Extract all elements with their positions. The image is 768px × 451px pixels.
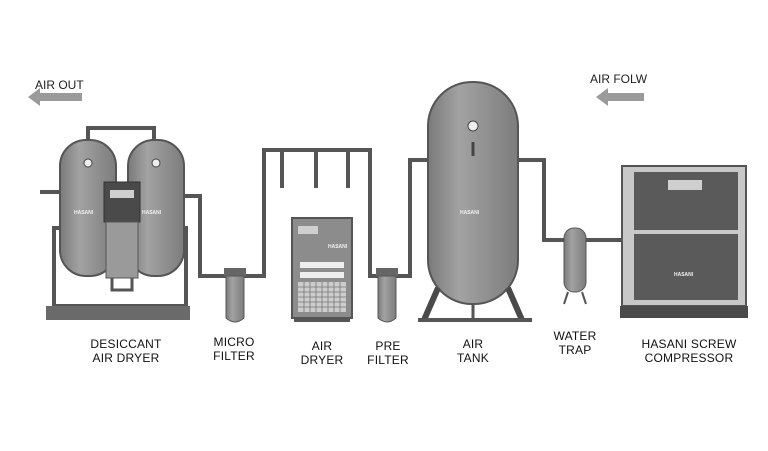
brand-mark-air-tank: HASANI — [460, 210, 480, 216]
desiccant-label-line1: DESICCANT — [90, 337, 162, 351]
pre-filter-label: PRE FILTER — [358, 339, 418, 367]
air-tank-label-line2: TANK — [457, 351, 489, 365]
water-trap — [563, 227, 587, 305]
air-flow-arrow — [596, 88, 644, 106]
air-tank-label-line1: AIR — [462, 337, 484, 351]
pre-filter — [376, 268, 398, 323]
air-tank-label: AIR TANK — [443, 337, 503, 365]
compressor-label-line1: HASANI SCREW — [641, 337, 737, 351]
water-trap-label: WATER TRAP — [545, 329, 605, 357]
pre-filter-label-line1: PRE — [375, 339, 401, 353]
air-dryer-label: AIR DRYER — [292, 339, 352, 367]
brand-mark-air-dryer: HASANI — [328, 244, 348, 250]
pre-filter-label-line2: FILTER — [367, 353, 409, 367]
pipework — [40, 126, 624, 278]
compressor-label: HASANI SCREW COMPRESSOR — [634, 337, 744, 365]
desiccant-air-dryer — [46, 139, 190, 320]
brand-mark-compressor: HASANI — [674, 272, 694, 278]
water-trap-label-line1: WATER — [553, 329, 597, 343]
brand-mark-desiccant-left: HASANI — [74, 210, 94, 216]
desiccant-label: DESICCANT AIR DRYER — [76, 337, 176, 365]
air-dryer-label-line1: AIR — [311, 339, 333, 353]
air-out-label: AIR OUT — [35, 78, 84, 92]
water-trap-label-line2: TRAP — [558, 343, 592, 357]
micro-filter — [224, 268, 246, 323]
air-dryer-label-line2: DRYER — [300, 353, 344, 367]
air-dryer-unit — [291, 217, 353, 322]
air-flow-label: AIR FOLW — [590, 72, 648, 86]
micro-filter-label: MICRO FILTER — [204, 335, 264, 363]
air-out-arrow — [28, 88, 82, 106]
micro-filter-label-line1: MICRO — [213, 335, 255, 349]
desiccant-label-line2: AIR DRYER — [92, 351, 160, 365]
compressor-label-line2: COMPRESSOR — [644, 351, 734, 365]
air-tank — [418, 81, 532, 322]
hasani-screw-compressor — [620, 165, 748, 318]
micro-filter-label-line2: FILTER — [213, 349, 255, 363]
brand-mark-desiccant-right: HASANI — [142, 210, 162, 216]
